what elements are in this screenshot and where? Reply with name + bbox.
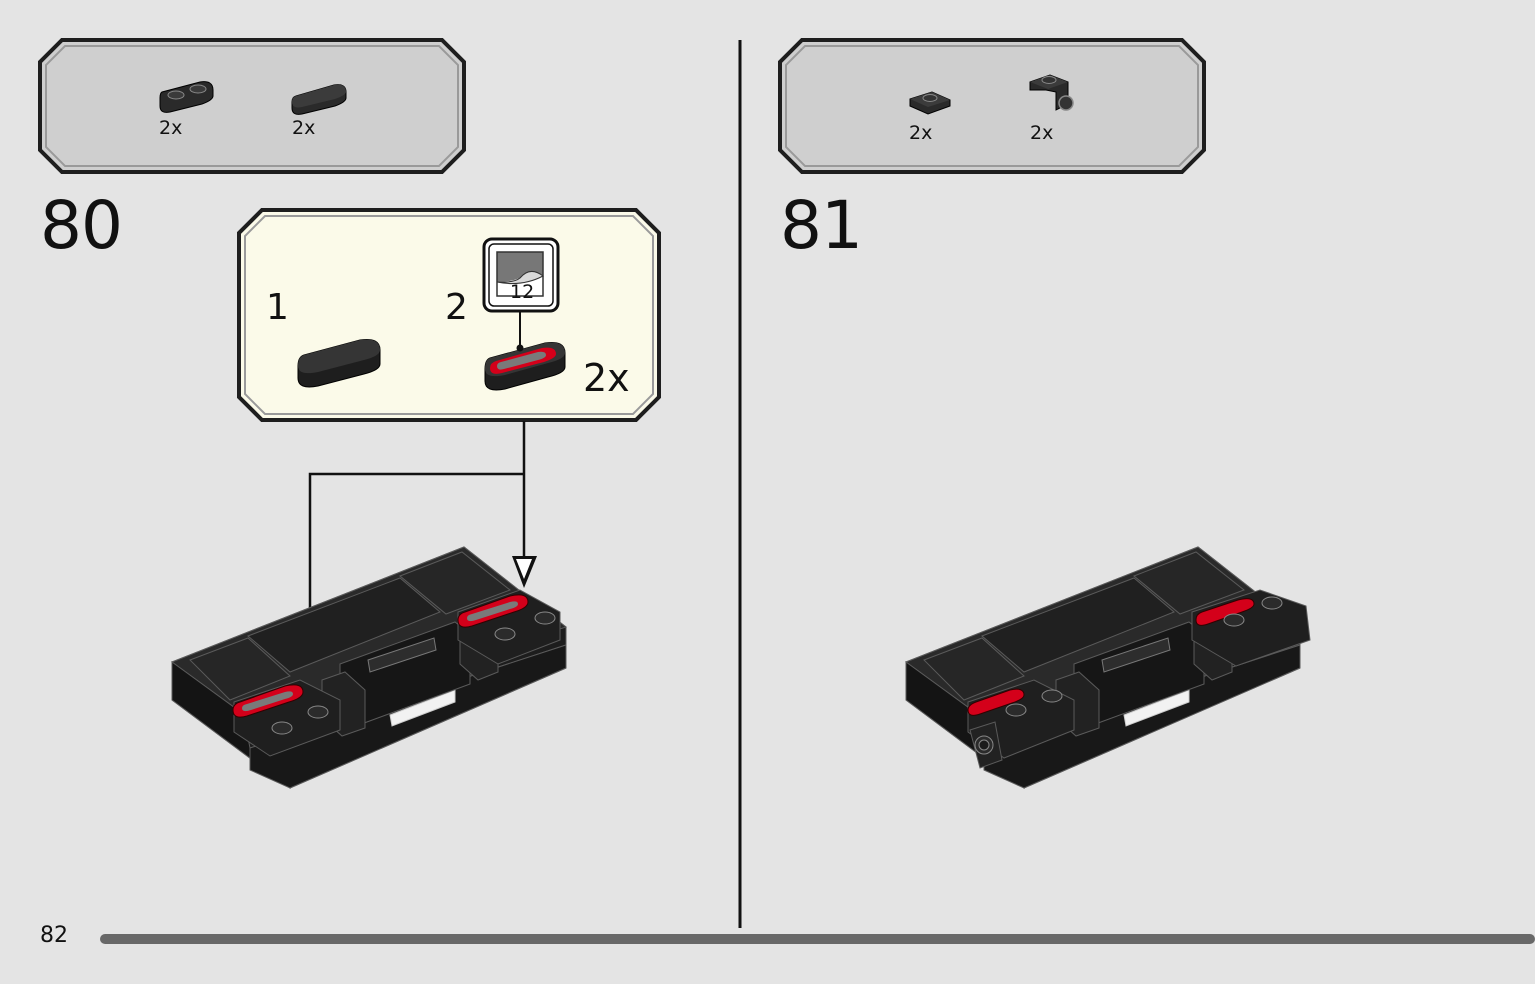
step-number-80: 80 <box>40 187 123 264</box>
page-number: 82 <box>40 923 68 948</box>
sticker-badge <box>482 237 560 313</box>
substep-qty: 2x <box>583 356 630 400</box>
model-step-81 <box>904 546 1311 789</box>
model-step-80-red-tiles <box>232 594 529 718</box>
substep-number-2: 2 <box>445 287 468 328</box>
plate-1x2-rounded-two-studs-icon <box>159 81 214 113</box>
sticker-number: 12 <box>510 281 535 303</box>
progress-bar <box>100 934 1535 944</box>
model-step-80-studs <box>271 611 556 735</box>
sticker-icon <box>496 251 544 297</box>
substep-2-tile-with-sticker-icon <box>484 342 566 391</box>
sticker-leader-dot <box>516 344 524 352</box>
part-qty-81-1: 2x <box>909 122 933 144</box>
model-step-81-studs <box>974 596 1283 755</box>
bracket-1x1-with-stud-icon <box>1029 74 1074 111</box>
part-qty-80-1: 2x <box>159 117 183 139</box>
substep-number-1: 1 <box>266 287 289 328</box>
parts-callout-step-81 <box>778 38 1206 174</box>
part-qty-80-2: 2x <box>292 117 316 139</box>
model-step-80 <box>170 546 567 789</box>
substep-1-tile-icon <box>297 339 381 388</box>
plate-1x1-icon <box>909 91 951 115</box>
step-number-81: 81 <box>780 187 863 264</box>
placement-arrows <box>308 421 526 652</box>
arrow-head-right-inner <box>516 559 532 579</box>
parts-callout-step-80 <box>38 38 466 174</box>
model-step-81-red-tiles <box>967 598 1255 716</box>
part-qty-81-2: 2x <box>1030 122 1054 144</box>
tile-1x2-rounded-icon <box>291 84 347 115</box>
